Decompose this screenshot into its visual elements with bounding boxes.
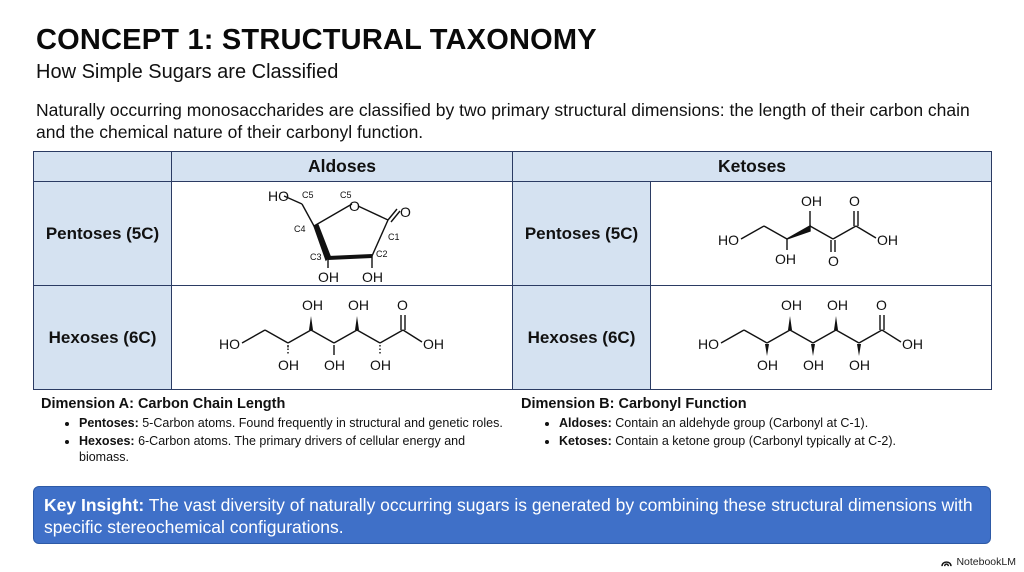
label-c4: C4	[294, 224, 306, 234]
list-item: Hexoses: 6-Carbon atoms. The primary dri…	[79, 433, 511, 465]
dimension-a-heading: Dimension A: Carbon Chain Length	[41, 396, 286, 412]
ketohexose-chain-structure: HO OH OH O OH OH OH OH	[698, 297, 923, 373]
list-item: Pentoses: 5-Carbon atoms. Found frequent…	[79, 415, 511, 431]
label-ho: HO	[718, 232, 739, 248]
list-item: Aldoses: Contain an aldehyde group (Carb…	[559, 415, 991, 431]
label-c5: C5	[302, 190, 314, 200]
list-term: Ketoses:	[559, 434, 612, 448]
label-ho: HO	[698, 336, 719, 352]
label-o: O	[849, 193, 860, 209]
label-oh: OH	[877, 232, 898, 248]
label-oh: OH	[781, 297, 802, 313]
row-header-hexoses: Hexoses (6C)	[33, 285, 172, 390]
aldohexose-chain-structure: HO OH OH O OH OH OH OH	[219, 297, 444, 373]
key-insight-text: The vast diversity of naturally occurrin…	[44, 495, 973, 537]
dimension-b-list: Aldoses: Contain an aldehyde group (Carb…	[521, 415, 991, 449]
label-c3: C3	[310, 252, 322, 262]
label-oh: OH	[849, 357, 870, 373]
label-oh: OH	[775, 251, 796, 267]
ketohexose-structure-cell: HO OH OH O OH OH OH OH	[650, 285, 992, 390]
label-oh: OH	[362, 269, 383, 284]
label-ho: HO	[219, 336, 240, 352]
aldopentose-structure-cell: C5 C5 C4 C3 C2 C1 HO O O OH OH	[171, 181, 513, 286]
list-item: Ketoses: Contain a ketone group (Carbony…	[559, 433, 991, 449]
ketopentose-structure-cell: HO OH O OH O OH	[650, 181, 992, 286]
label-oh: OH	[827, 297, 848, 313]
notebooklm-watermark: NotebookLM	[941, 556, 1016, 568]
aldopentose-ring-structure: C5 C5 C4 C3 C2 C1 HO O O OH OH	[268, 188, 411, 284]
brand-name: NotebookLM	[956, 556, 1016, 568]
label-oh: OH	[757, 357, 778, 373]
row-header-pentoses-ketoses: Pentoses (5C)	[512, 181, 651, 286]
key-insight-label: Key Insight:	[44, 495, 145, 515]
ketopentose-chain-structure: HO OH O OH O OH	[718, 193, 898, 269]
list-text: Contain a ketone group (Carbonyl typical…	[611, 434, 896, 448]
dimension-b-heading: Dimension B: Carbonyl Function	[521, 396, 747, 412]
label-oh: OH	[302, 297, 323, 313]
list-term: Pentoses:	[79, 416, 139, 430]
label-o: O	[397, 297, 408, 313]
label-c1: C1	[388, 232, 400, 242]
page-title: CONCEPT 1: STRUCTURAL TAXONOMY	[36, 24, 597, 56]
label-ho: HO	[268, 188, 289, 204]
list-term: Aldoses:	[559, 416, 612, 430]
label-oh: OH	[902, 336, 923, 352]
notebooklm-logo-icon	[941, 560, 953, 566]
list-text: 6-Carbon atoms. The primary drivers of c…	[79, 434, 466, 464]
column-header-aldoses: Aldoses	[171, 151, 513, 182]
dimension-b-section: Dimension B: Carbonyl Function Aldoses: …	[521, 396, 991, 451]
row-header-pentoses: Pentoses (5C)	[33, 181, 172, 286]
label-carbonyl-o: O	[400, 204, 411, 220]
list-text: Contain an aldehyde group (Carbonyl at C…	[611, 416, 869, 430]
table-corner	[33, 151, 172, 182]
label-oh: OH	[348, 297, 369, 313]
label-oh: OH	[278, 357, 299, 373]
label-oh: OH	[801, 193, 822, 209]
label-c5-ring: C5	[340, 190, 352, 200]
label-oh: OH	[370, 357, 391, 373]
intro-paragraph: Naturally occurring monosaccharides are …	[36, 100, 970, 142]
page-subtitle: How Simple Sugars are Classified	[36, 61, 339, 83]
key-insight-box: Key Insight: The vast diversity of natur…	[33, 486, 991, 544]
dimension-a-list: Pentoses: 5-Carbon atoms. Found frequent…	[41, 415, 511, 465]
label-oh: OH	[423, 336, 444, 352]
aldohexose-structure-cell: HO OH OH O OH OH OH OH	[171, 285, 513, 390]
list-text: 5-Carbon atoms. Found frequently in stru…	[138, 416, 503, 430]
label-ring-o: O	[349, 198, 360, 214]
row-header-hexoses-ketoses: Hexoses (6C)	[512, 285, 651, 390]
list-term: Hexoses:	[79, 434, 135, 448]
label-o: O	[876, 297, 887, 313]
dimension-a-section: Dimension A: Carbon Chain Length Pentose…	[41, 396, 511, 467]
column-header-ketoses: Ketoses	[512, 151, 992, 182]
label-c2: C2	[376, 249, 388, 259]
classification-table: Aldoses Ketoses Pentoses (5C)	[33, 151, 992, 390]
label-oh: OH	[318, 269, 339, 284]
label-oh: OH	[803, 357, 824, 373]
label-ketone-o: O	[828, 253, 839, 269]
label-oh: OH	[324, 357, 345, 373]
